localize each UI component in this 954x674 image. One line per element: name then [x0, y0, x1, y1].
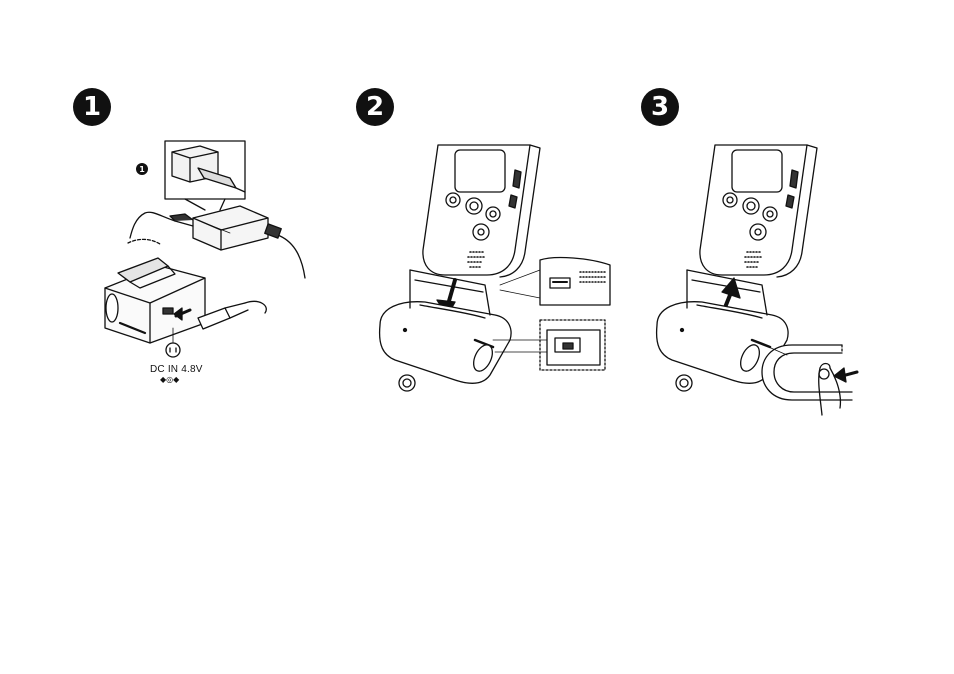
polarity-symbol: ◆◎◆ — [160, 375, 179, 384]
step-1-badge: 1 — [73, 88, 111, 126]
step-3-illustration — [652, 140, 872, 420]
step-2-badge: 2 — [356, 88, 394, 126]
ac-adapter-cradle-drawing — [90, 138, 320, 403]
step-1-sub-marker: 1 — [136, 163, 148, 175]
step-1-illustration — [90, 138, 320, 403]
remove-recorder-drawing — [652, 140, 872, 420]
step-3-badge: 3 — [641, 88, 679, 126]
dc-in-label: DC IN 4.8V — [150, 364, 203, 375]
step-2-illustration — [375, 140, 615, 405]
insert-recorder-drawing — [375, 140, 615, 405]
